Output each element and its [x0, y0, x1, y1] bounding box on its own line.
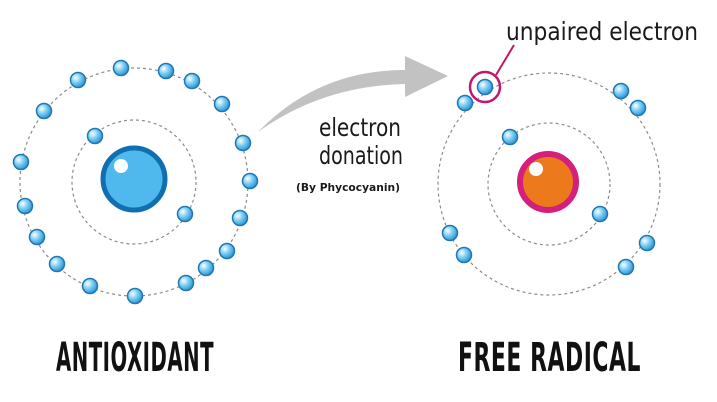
electron	[176, 205, 194, 223]
electron	[213, 95, 231, 113]
electron	[69, 71, 87, 89]
radical-inner-orbit	[487, 122, 611, 246]
antioxidant-label: ANTIOXIDANT	[56, 335, 214, 381]
electron	[501, 128, 519, 146]
radical-electrons	[441, 78, 656, 276]
electron	[241, 172, 259, 190]
antioxidant-nucleus-highlight	[114, 159, 128, 173]
unpaired-electron-leader	[495, 44, 515, 76]
donor-label: (By Phycocyanin)	[296, 181, 400, 194]
electron	[629, 99, 647, 117]
radical-nucleus	[517, 151, 579, 213]
electron	[48, 255, 66, 273]
donation-label-line2: donation	[319, 141, 403, 170]
electron	[234, 134, 252, 152]
unpaired-electron-label: unpaired electron	[506, 17, 698, 46]
electron	[126, 287, 144, 305]
electron	[617, 258, 635, 276]
radical-outer-orbit	[437, 72, 661, 296]
donation-label-line1: electron	[319, 113, 401, 142]
antioxidant-atom	[12, 59, 259, 305]
electron	[612, 82, 630, 100]
electron	[197, 259, 215, 277]
electron	[231, 209, 249, 227]
electron	[476, 78, 494, 96]
electron	[177, 274, 195, 292]
electron	[28, 228, 46, 246]
electron	[16, 197, 34, 215]
electron	[86, 127, 104, 145]
electron	[456, 94, 474, 112]
electron	[12, 153, 30, 171]
electron	[157, 62, 175, 80]
electron	[112, 59, 130, 77]
free-radical-label: FREE RADICAL	[458, 335, 641, 381]
electron	[638, 234, 656, 252]
electron	[591, 205, 609, 223]
free-radical-atom	[437, 44, 661, 296]
antioxidant-inner-orbit	[71, 119, 197, 245]
electron	[35, 102, 53, 120]
electron	[81, 277, 99, 295]
radical-nucleus-highlight	[529, 162, 543, 176]
electron	[455, 246, 473, 264]
unpaired-electron-highlight	[468, 70, 502, 104]
electron	[183, 72, 201, 90]
antioxidant-electrons	[12, 59, 259, 305]
electron	[441, 224, 459, 242]
donation-arrow	[258, 56, 448, 132]
electron	[218, 242, 236, 260]
antioxidant-nucleus	[100, 145, 168, 213]
